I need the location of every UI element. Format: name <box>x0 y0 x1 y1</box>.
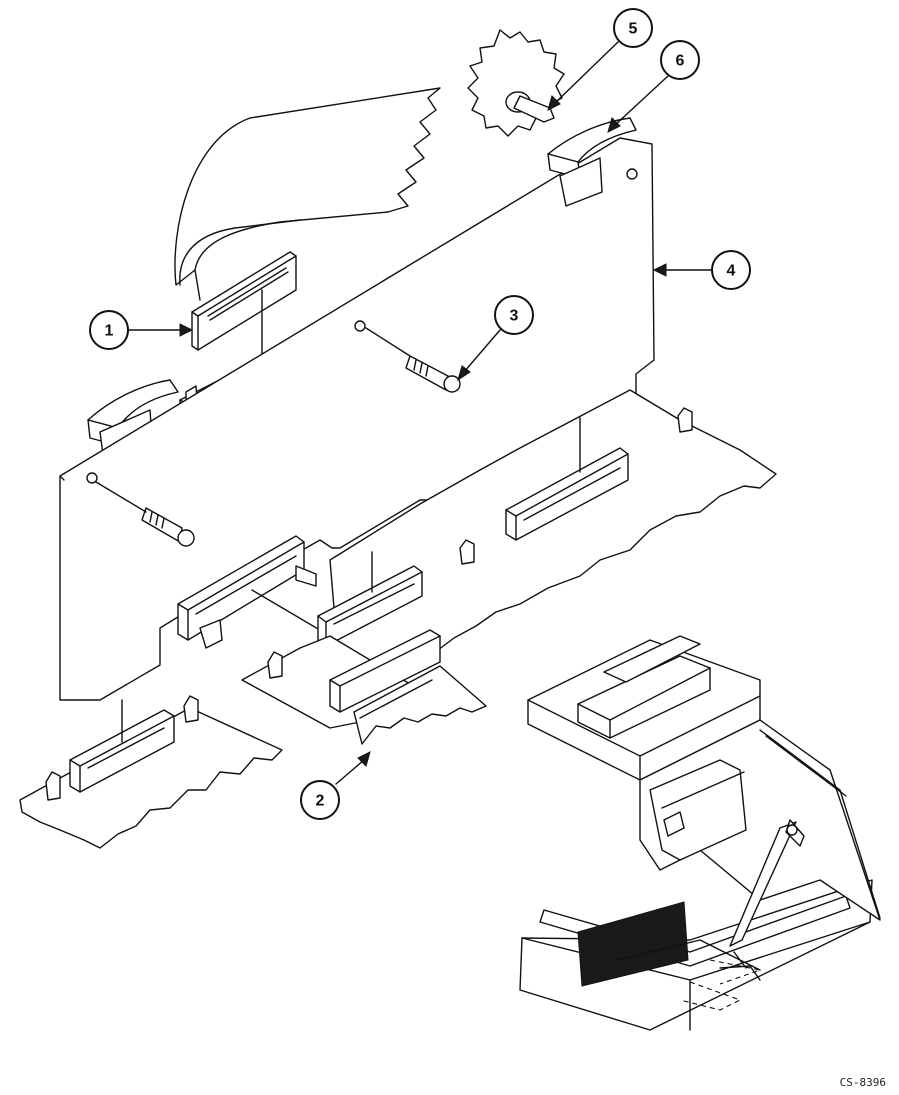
backplane-left <box>20 696 282 848</box>
callout-6: 6 <box>661 41 699 79</box>
callout-6-label: 6 <box>676 53 685 70</box>
callout-3: 3 <box>495 296 533 334</box>
ribbon-cable <box>175 88 440 300</box>
callout-2-label: 2 <box>316 793 325 810</box>
computer-enclosure <box>520 636 880 1030</box>
callout-2: 2 <box>301 781 339 819</box>
callout-3-label: 3 <box>510 308 519 325</box>
figure-code: CS-8396 <box>840 1076 886 1089</box>
callout-1-label: 1 <box>105 323 114 340</box>
callout-5-label: 5 <box>629 21 638 38</box>
callout-1: 1 <box>90 311 128 349</box>
callout-4: 4 <box>712 251 750 289</box>
callout-4-label: 4 <box>727 263 736 280</box>
thumbwheel-screw <box>468 30 564 136</box>
callout-5: 5 <box>614 9 652 47</box>
